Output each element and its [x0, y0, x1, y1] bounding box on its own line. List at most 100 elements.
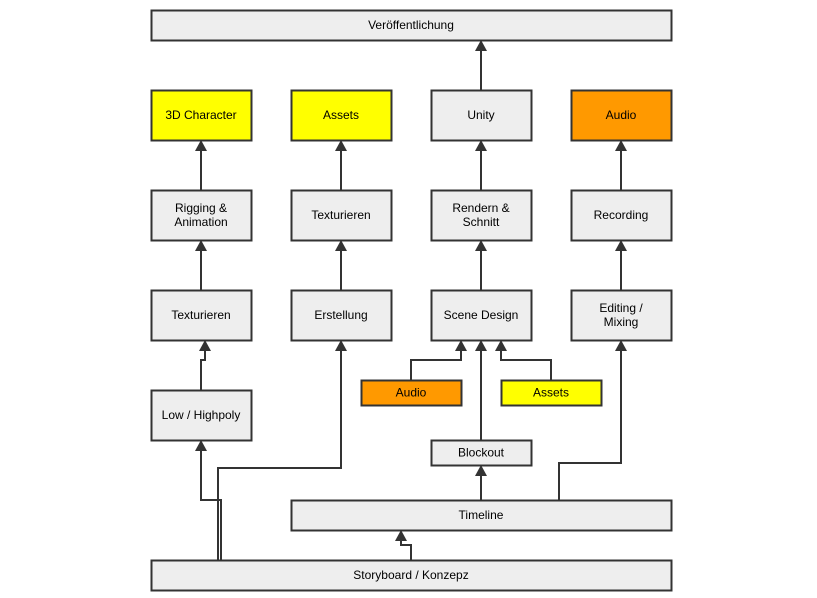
node-lowpoly: Low / Highpoly [150, 389, 253, 442]
edge-lowpoly-to-texturieren_1 [199, 340, 211, 390]
node-box [570, 189, 673, 242]
node-audio-top: Audio [570, 89, 673, 142]
arrowhead [195, 240, 207, 251]
node-label: 3D Character [165, 108, 236, 122]
node-label: Audio [606, 108, 637, 122]
node-label: Blockout [458, 446, 505, 460]
node-rendern: Rendern &Schnitt [430, 189, 533, 242]
node-storyboard: Storyboard / Konzepz [150, 559, 673, 592]
arrowhead [335, 140, 347, 151]
node-rigging: Rigging &Animation [150, 189, 253, 242]
edge-editing-to-recording [615, 240, 627, 290]
node-box [360, 379, 463, 407]
edge-timeline-to-blockout [475, 465, 487, 500]
edges-layer [195, 40, 627, 560]
edge-line [558, 351, 622, 500]
node-box [150, 289, 253, 342]
node-timeline: Timeline [290, 499, 673, 532]
arrowhead [475, 340, 487, 351]
node-label: Veröffentlichung [368, 18, 454, 32]
arrowhead [475, 40, 487, 51]
node-assets-small: Assets [500, 379, 603, 407]
node-erstellung: Erstellung [290, 289, 393, 342]
node-label: Scene Design [444, 308, 519, 322]
node-box [430, 89, 533, 142]
edge-line [217, 351, 342, 560]
node-label: Timeline [459, 508, 504, 522]
node-editing: Editing /Mixing [570, 289, 673, 342]
edge-scene_design-to-rendern [475, 240, 487, 290]
edge-line [200, 451, 222, 560]
node-label: Low / Highpoly [162, 408, 241, 422]
node-box [430, 189, 533, 242]
node-box [150, 189, 253, 242]
node-recording: Recording [570, 189, 673, 242]
node-label: Audio [396, 386, 427, 400]
node-box [570, 289, 673, 342]
node-texturieren-2: Texturieren [290, 189, 393, 242]
node-box [430, 289, 533, 342]
edge-audio_small-to-scene_design [410, 340, 467, 380]
node-box [430, 439, 533, 467]
node-label: Erstellung [314, 308, 367, 322]
node-label: Mixing [604, 315, 639, 329]
node-blockout: Blockout [430, 439, 533, 467]
node-label: Schnitt [463, 215, 500, 229]
node-box [570, 89, 673, 142]
node-box [150, 89, 253, 142]
edge-texturieren_1-to-rigging [195, 240, 207, 290]
arrowhead [199, 340, 211, 351]
edge-blockout-to-scene_design [475, 340, 487, 440]
arrowhead [195, 440, 207, 451]
node-veroeffentlichung: Veröffentlichung [150, 9, 673, 42]
arrowhead [335, 240, 347, 251]
edge-line [200, 351, 206, 390]
edge-recording-to-audio_top [615, 140, 627, 190]
edge-unity-to-veroeffentlichung [475, 40, 487, 90]
arrowhead [455, 340, 467, 351]
node-scene-design: Scene Design [430, 289, 533, 342]
arrowhead [615, 340, 627, 351]
edge-line [500, 351, 552, 380]
arrowhead [395, 530, 407, 541]
node-label: Storyboard / Konzepz [353, 568, 468, 582]
arrowhead [195, 140, 207, 151]
node-label: Assets [533, 386, 569, 400]
node-label: Rendern & [452, 201, 509, 215]
edge-storyboard-to-lowpoly [195, 440, 222, 560]
node-box [290, 189, 393, 242]
node-label: Texturieren [311, 208, 370, 222]
node-box [290, 89, 393, 142]
node-label: Assets [323, 108, 359, 122]
node-box [150, 559, 673, 592]
node-label: Editing / [599, 301, 643, 315]
edge-timeline-to-editing [558, 340, 627, 500]
edge-rigging-to-char3d [195, 140, 207, 190]
node-label: Animation [174, 215, 227, 229]
node-box [150, 9, 673, 42]
node-box [290, 499, 673, 532]
arrowhead [475, 465, 487, 476]
node-label: Texturieren [171, 308, 230, 322]
arrowhead [475, 140, 487, 151]
node-texturieren-1: Texturieren [150, 289, 253, 342]
edge-line [400, 541, 412, 560]
arrowhead [495, 340, 507, 351]
edge-line [410, 351, 462, 380]
node-unity: Unity [430, 89, 533, 142]
node-assets-top: Assets [290, 89, 393, 142]
node-box [290, 289, 393, 342]
arrowhead [615, 140, 627, 151]
arrowhead [615, 240, 627, 251]
node-box [500, 379, 603, 407]
arrowhead [475, 240, 487, 251]
edge-texturieren_2-to-assets_top [335, 140, 347, 190]
edge-storyboard-to-timeline [395, 530, 412, 560]
edge-rendern-to-unity [475, 140, 487, 190]
edge-storyboard-to-erstellung [217, 340, 347, 560]
node-label: Rigging & [175, 201, 227, 215]
arrowhead [335, 340, 347, 351]
node-label: Recording [594, 208, 649, 222]
